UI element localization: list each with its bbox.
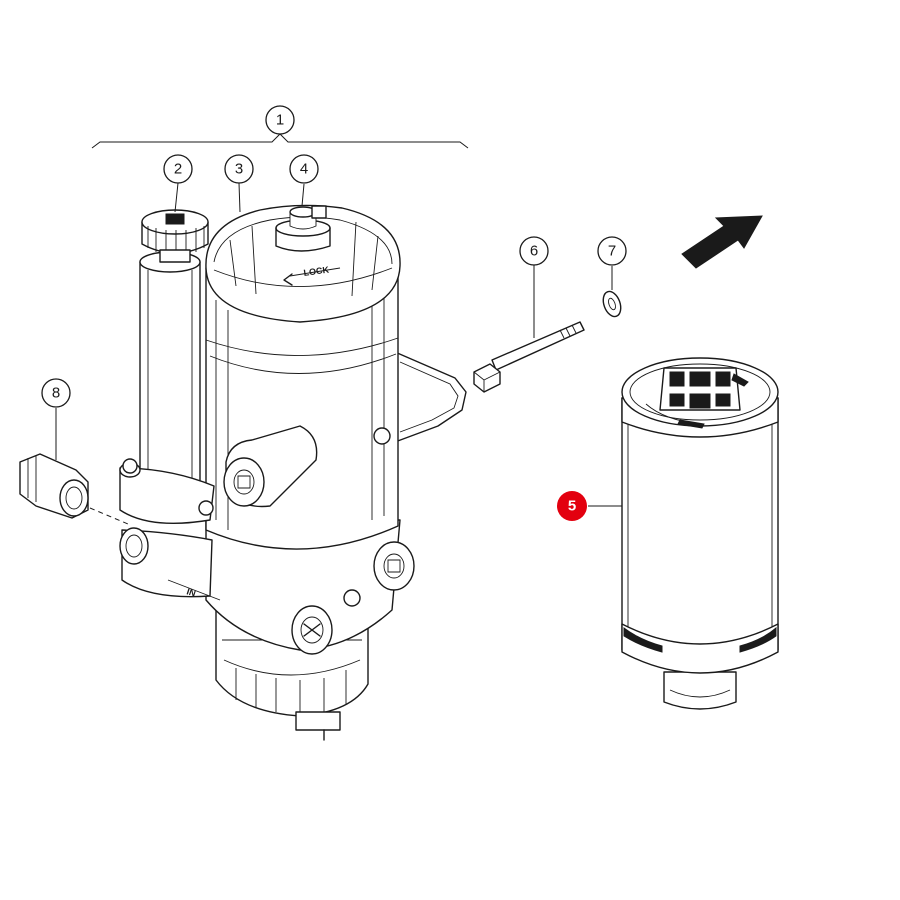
callout-7: 7 xyxy=(597,236,627,266)
callout-8-label: 8 xyxy=(52,385,60,402)
inlet-marking: IN xyxy=(185,586,197,598)
callout-1-label: 1 xyxy=(276,112,284,129)
callout-1: 1 xyxy=(265,105,295,135)
filter-housing-assembly: LOCK IN xyxy=(119,204,467,741)
mounting-bolt xyxy=(473,321,585,393)
callout-7-label: 7 xyxy=(608,243,616,260)
callout-4-label: 4 xyxy=(300,161,308,178)
callout-3-label: 3 xyxy=(235,161,243,178)
leader-lines xyxy=(55,182,622,507)
callout-4: 4 xyxy=(289,154,319,184)
callout-2-label: 2 xyxy=(174,161,182,178)
callout-6-label: 6 xyxy=(530,243,538,260)
plug-fitting xyxy=(19,453,129,525)
callout-5: 5 xyxy=(557,491,587,521)
callout-8: 8 xyxy=(41,378,71,408)
direction-arrow-icon xyxy=(681,215,763,269)
callout-6: 6 xyxy=(519,236,549,266)
filter-element xyxy=(621,357,779,710)
callout-2: 2 xyxy=(163,154,193,184)
washer xyxy=(602,290,622,318)
lock-marking: LOCK xyxy=(303,264,330,278)
callout-5-label: 5 xyxy=(568,498,576,515)
callout-3: 3 xyxy=(224,154,254,184)
assembly-bracket xyxy=(91,133,469,149)
